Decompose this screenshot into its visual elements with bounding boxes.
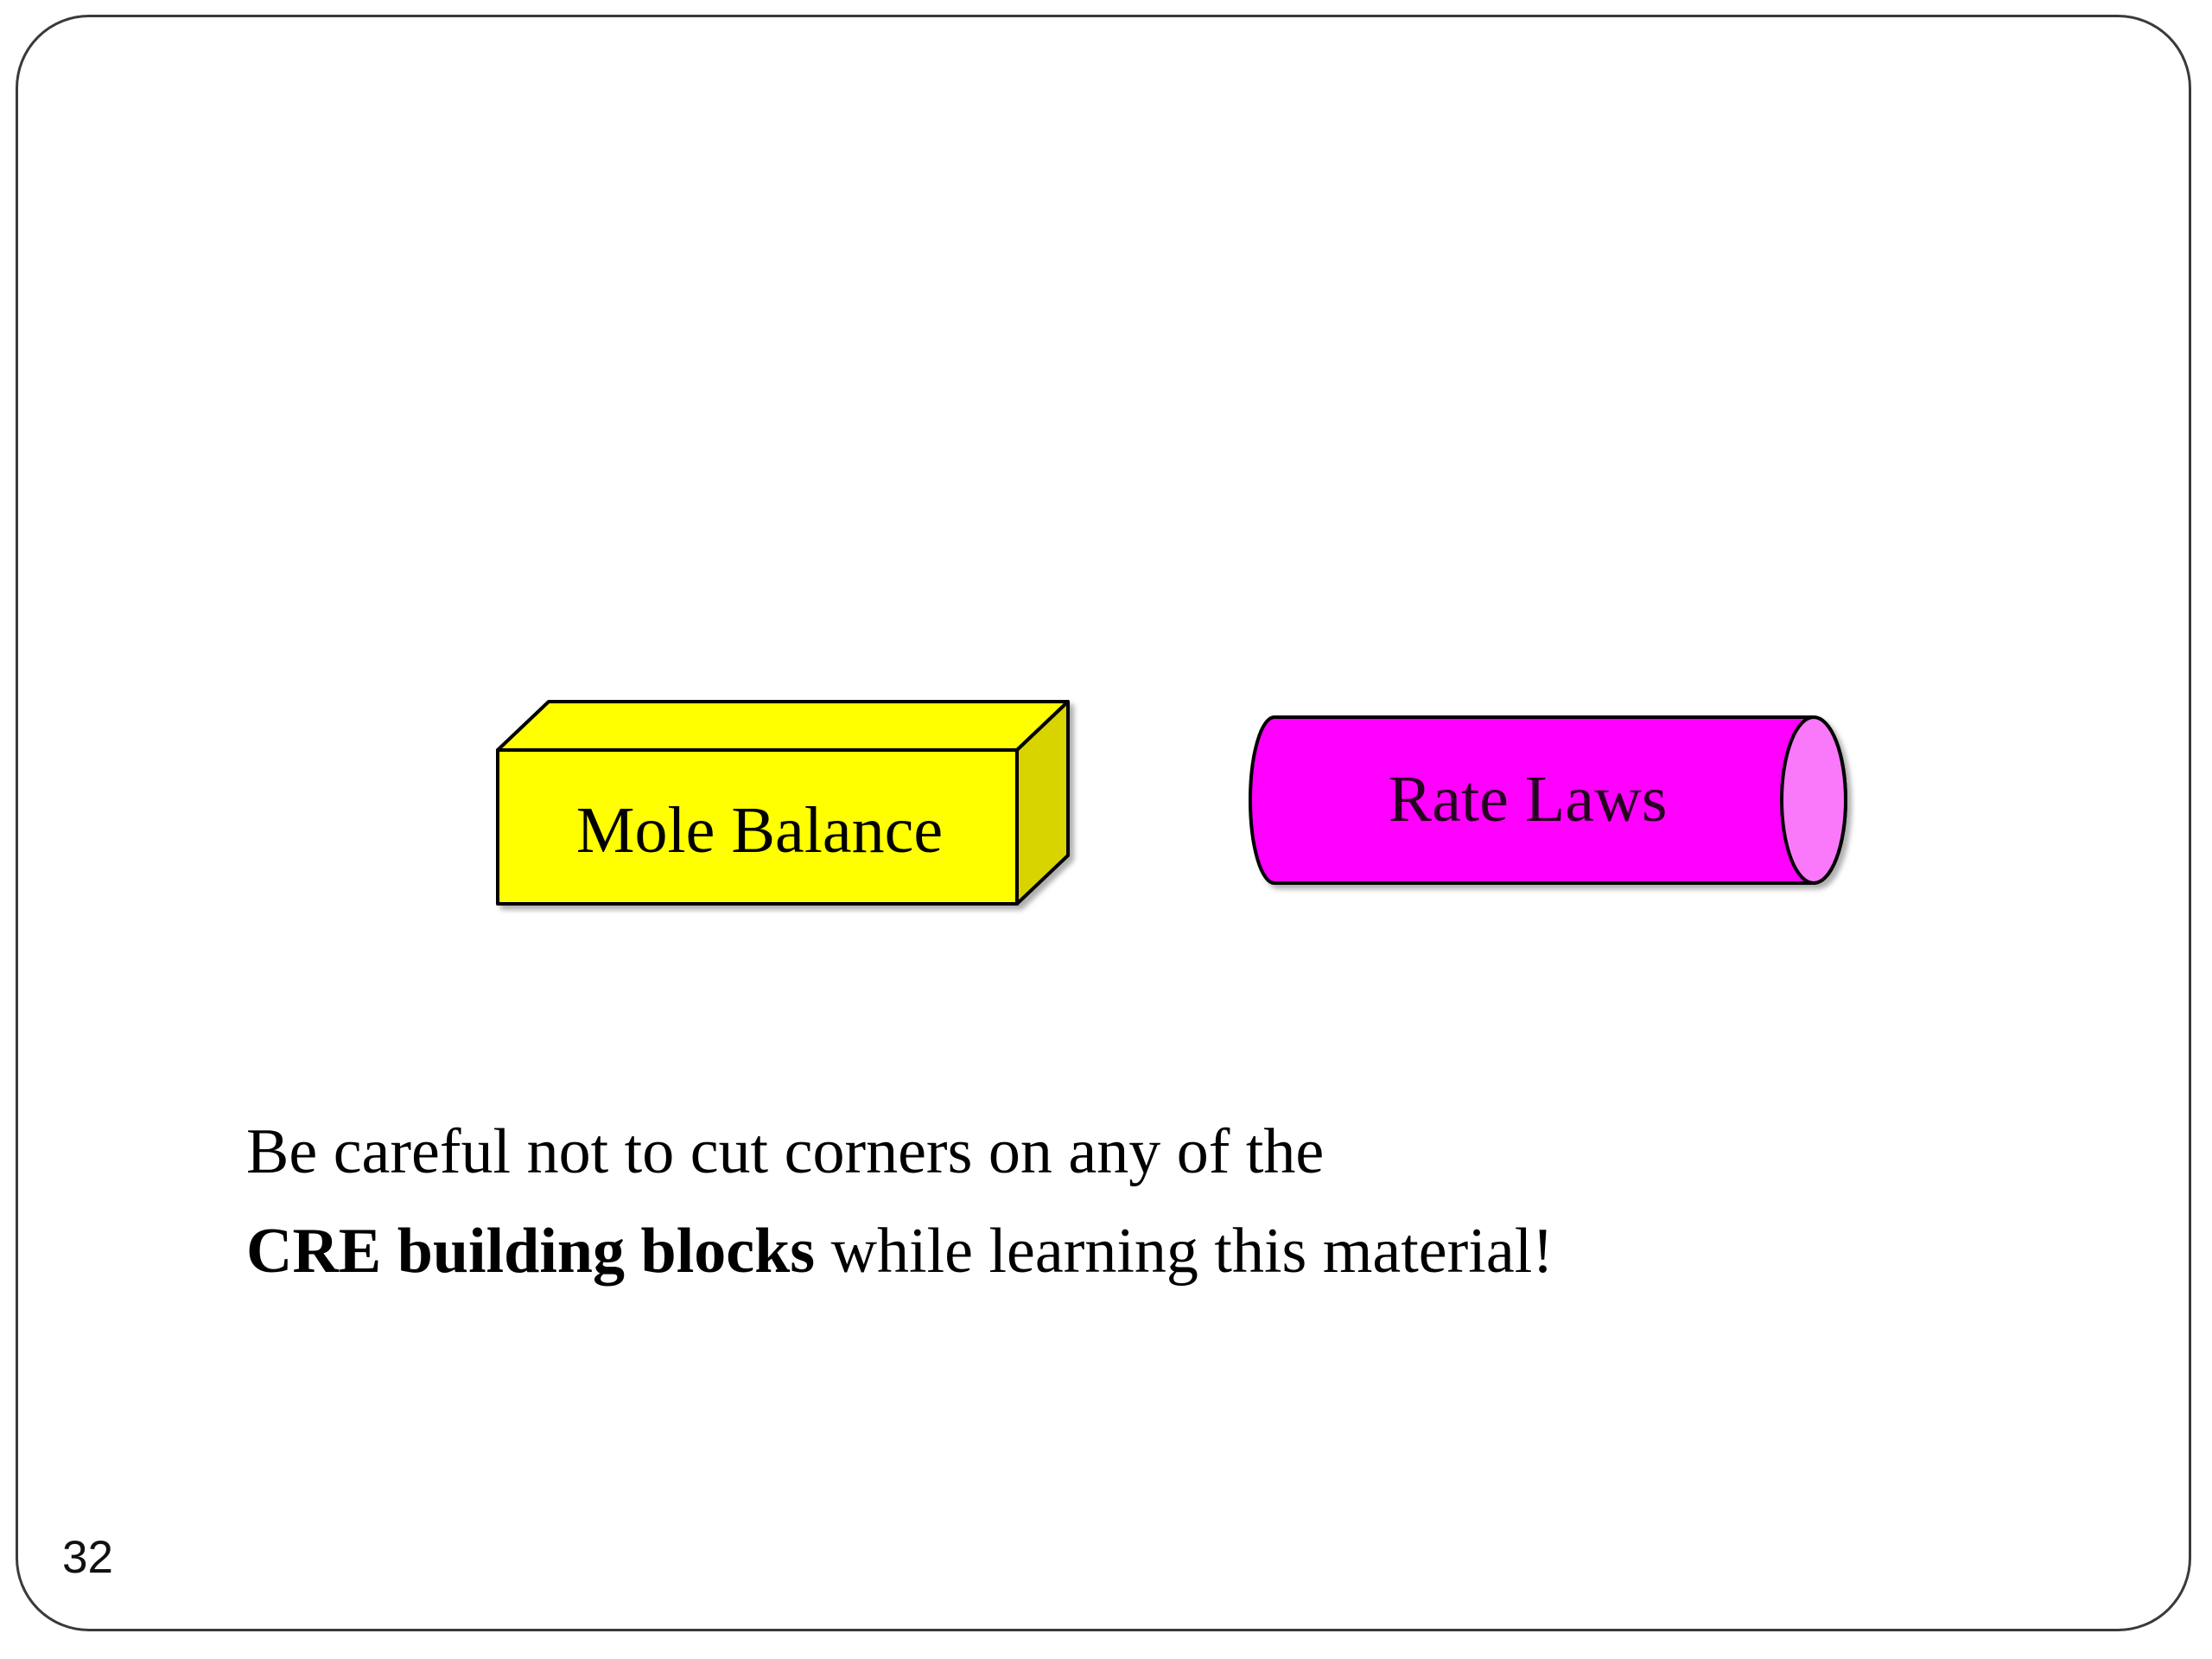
page-number: 32	[62, 1532, 113, 1583]
caption-line-2-rest: while learning this material!	[815, 1216, 1554, 1287]
caption-line-1: Be careful not to cut corners on any of …	[246, 1116, 1325, 1187]
rate-laws-cylinder: Rate Laws	[1249, 715, 1847, 885]
caption-bold-phrase: CRE building blocks	[246, 1216, 816, 1287]
caption: Be careful not to cut corners on any of …	[246, 1103, 2061, 1301]
mole-balance-block: Mole Balance	[496, 700, 1070, 906]
caption-line-2: CRE building blocks while learning this …	[246, 1202, 2061, 1301]
mole-balance-top-face	[496, 700, 1070, 752]
mole-balance-front-face	[496, 748, 1019, 906]
rate-laws-end-cap	[1780, 715, 1847, 885]
rate-laws-label: Rate Laws	[1389, 763, 1668, 836]
mole-balance-label: Mole Balance	[576, 794, 943, 867]
